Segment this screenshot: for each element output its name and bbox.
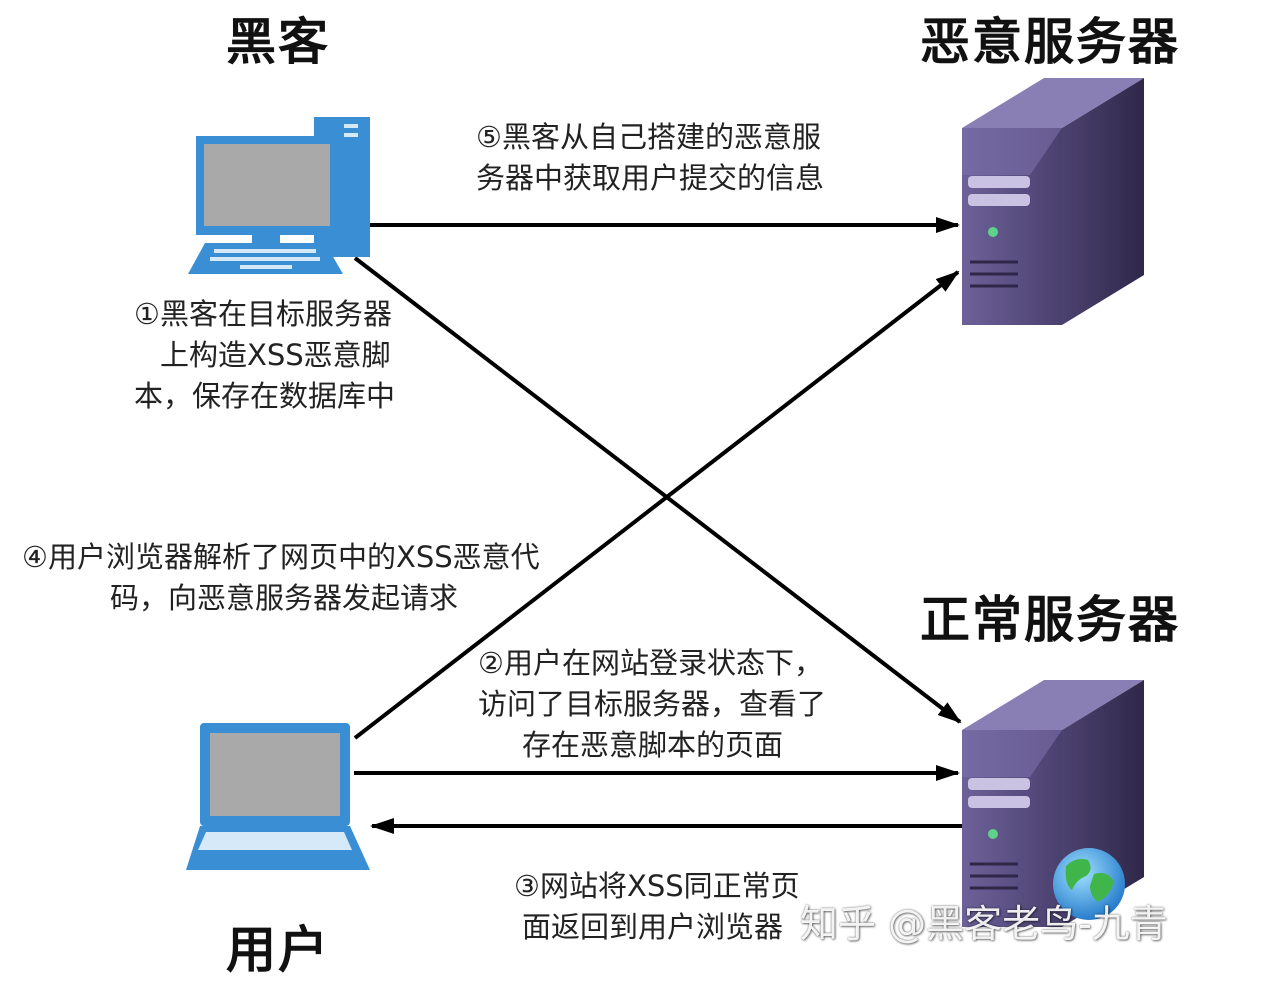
step1-line: 上构造XSS恶意脚 <box>160 338 391 372</box>
desktop-computer-icon <box>188 117 370 274</box>
arrow-step4-user-to-malicious-server <box>353 270 960 740</box>
step4-line: ④用户浏览器解析了网页中的XSS恶意代 <box>22 540 540 574</box>
step2-caption: ②用户在网站登录状态下， 访问了目标服务器，查看了 存在恶意脚本的页面 <box>478 643 826 766</box>
step5-line: ⑤黑客从自己搭建的恶意服 <box>476 120 821 154</box>
step3-line: 面返回到用户浏览器 <box>522 910 784 944</box>
globe-icon <box>1053 848 1125 920</box>
step1-line: 本，保存在数据库中 <box>134 379 396 413</box>
step2-line: ②用户在网站登录状态下， <box>478 646 823 680</box>
arrow-step1-hacker-to-normal-server <box>353 256 962 724</box>
server-tower-icon <box>962 78 1144 325</box>
step1-caption: ①黑客在目标服务器 上构造XSS恶意脚 本，保存在数据库中 <box>134 294 395 417</box>
malicious-server-title: 恶意服务器 <box>920 13 1180 71</box>
step1-line: ①黑客在目标服务器 <box>134 297 392 331</box>
step4-caption: ④用户浏览器解析了网页中的XSS恶意代 码，向恶意服务器发起请求 <box>22 537 540 619</box>
step4-line: 码，向恶意服务器发起请求 <box>110 581 459 615</box>
step2-line: 存在恶意脚本的页面 <box>522 728 784 762</box>
step2-line: 访问了目标服务器，查看了 <box>478 687 827 721</box>
watermark: 知乎 @黑客老鸟-九青 <box>800 902 1168 946</box>
normal-server-title: 正常服务器 <box>920 591 1180 649</box>
step3-line: ③网站将XSS同正常页 <box>514 869 800 903</box>
step5-caption: ⑤黑客从自己搭建的恶意服 务器中获取用户提交的信息 <box>476 117 824 199</box>
step5-line: 务器中获取用户提交的信息 <box>476 161 825 195</box>
user-title: 用户 <box>226 921 330 979</box>
hacker-title: 黑客 <box>226 13 330 71</box>
laptop-icon <box>186 723 370 870</box>
step3-caption: ③网站将XSS同正常页 面返回到用户浏览器 <box>514 866 800 948</box>
